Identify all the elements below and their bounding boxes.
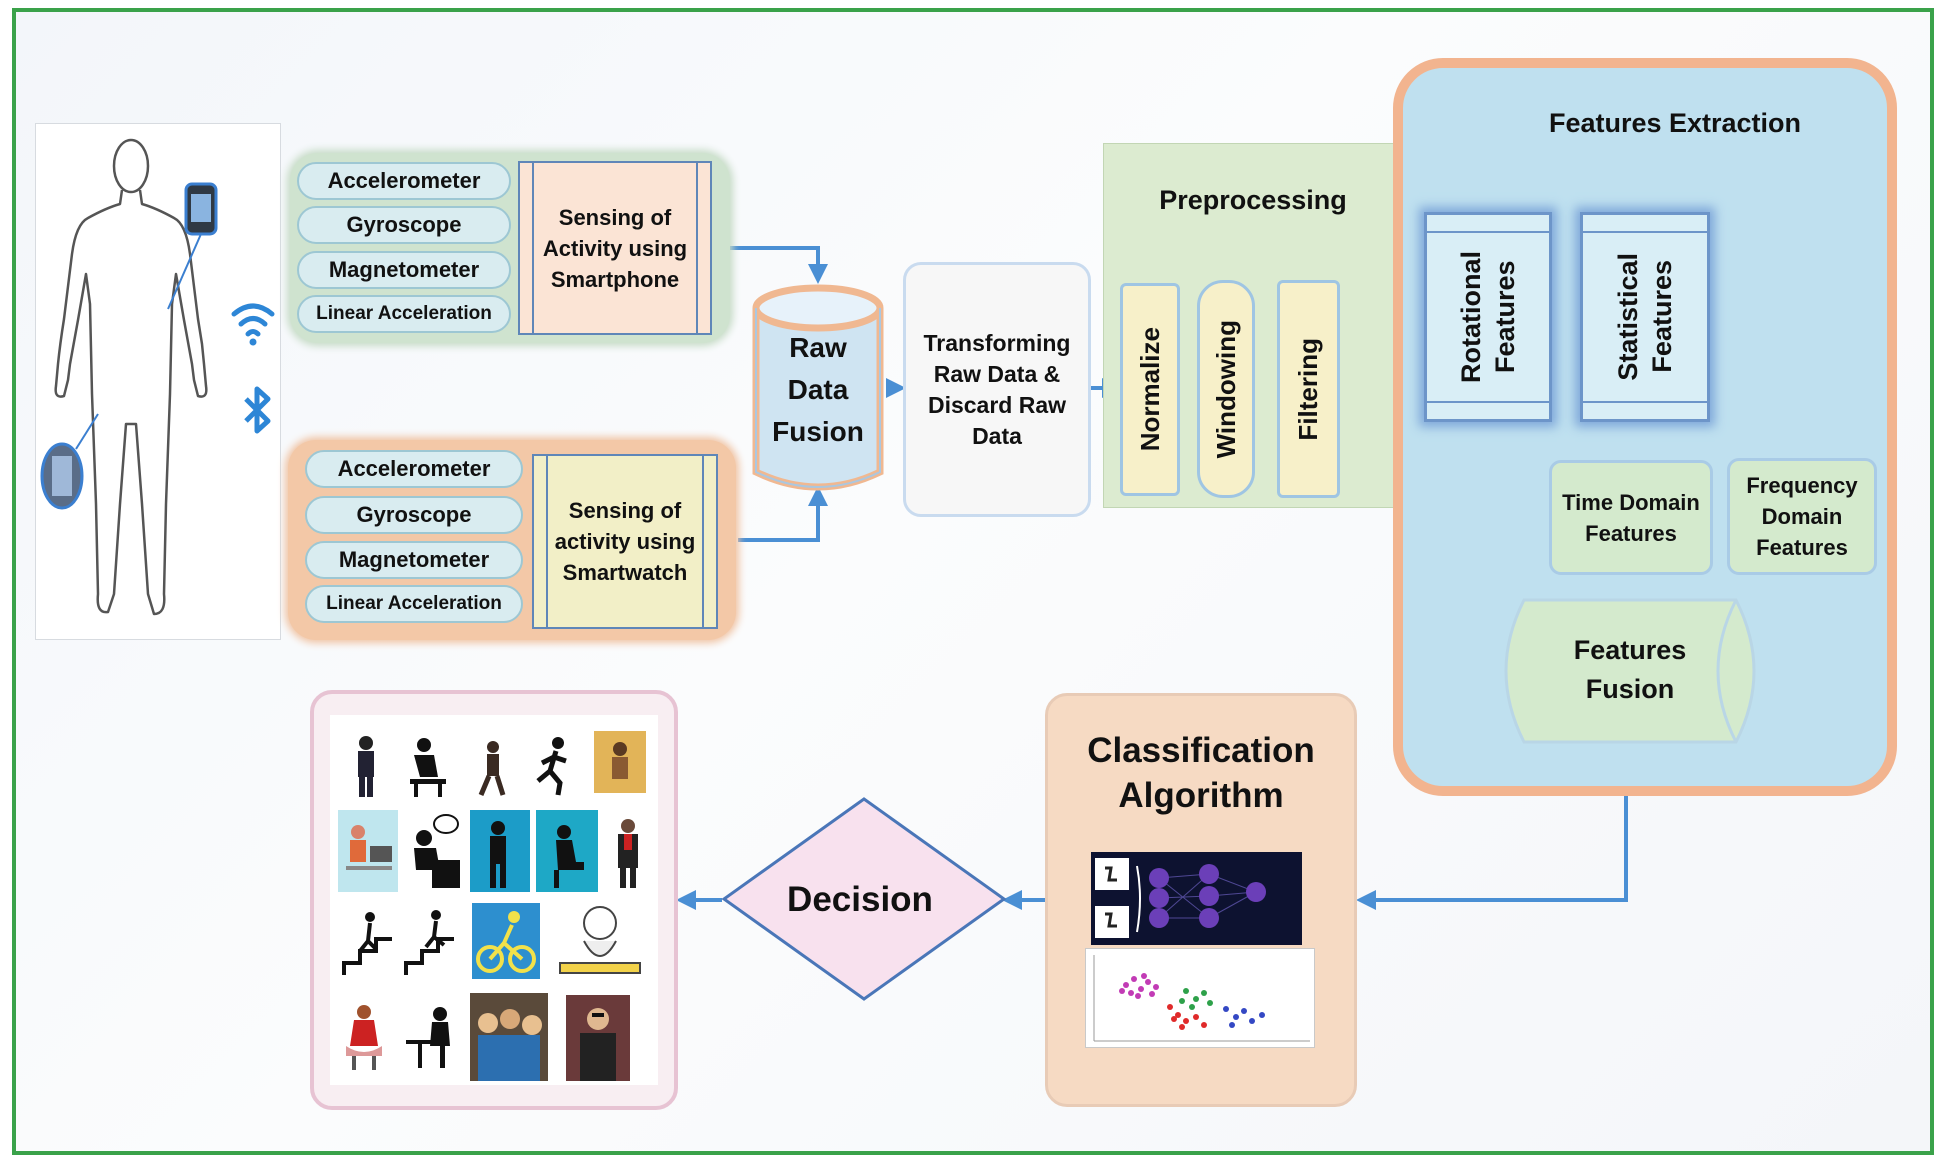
raw-label-line-1: Raw bbox=[789, 332, 847, 363]
transform-line-4: Data bbox=[972, 422, 1022, 449]
sensor-linear-acceleration: Linear Acceleration bbox=[305, 585, 523, 623]
human-body-panel bbox=[35, 123, 281, 640]
raw-label-line-3: Fusion bbox=[772, 416, 864, 447]
smartwatch-sensor-group: Accelerometer Gyroscope Magnetometer Lin… bbox=[288, 440, 736, 640]
activity-pictogram-icon bbox=[559, 906, 641, 974]
frequency-line-3: Features bbox=[1756, 535, 1848, 560]
smartwatch-sensing-line-1: Sensing of bbox=[568, 498, 682, 523]
sensor-gyroscope: Gyroscope bbox=[305, 496, 523, 534]
smartphone-sensor-group: Accelerometer Gyroscope Magnetometer Lin… bbox=[290, 153, 730, 343]
raw-data-fusion-label: Raw Data Fusion bbox=[748, 320, 888, 460]
activity-pictogram-icon bbox=[566, 995, 630, 1081]
scatter-plot-icon bbox=[1085, 948, 1315, 1048]
human-body-outline-icon bbox=[40, 138, 218, 616]
filtering-label: Filtering bbox=[1293, 337, 1323, 441]
activity-pictogram-icon bbox=[358, 736, 374, 797]
transform-line-2: Raw Data & bbox=[933, 360, 1061, 387]
activity-pictogram-icon bbox=[536, 737, 567, 796]
activity-pictogram-icon bbox=[414, 814, 460, 888]
activity-pictogram-icon bbox=[618, 819, 638, 888]
arrow-watch-to-fusion bbox=[738, 486, 828, 542]
classification-line-1: Classification bbox=[1087, 730, 1315, 770]
rotational-line-1: Rotational bbox=[1456, 251, 1486, 383]
classification-line-2: Algorithm bbox=[1118, 775, 1284, 815]
time-domain-line-2: Features bbox=[1585, 520, 1677, 546]
sensor-accelerometer: Accelerometer bbox=[305, 450, 523, 488]
smartwatch-icon bbox=[167, 182, 218, 310]
time-domain-features-box: Time Domain Features bbox=[1549, 460, 1713, 575]
preprocessing-title: Preprocessing bbox=[1159, 184, 1347, 215]
time-domain-line-1: Time Domain bbox=[1562, 489, 1700, 515]
smartphone-icon bbox=[40, 413, 99, 510]
smartphone-sensing-line-3: Smartphone bbox=[550, 266, 680, 292]
activity-pictogram-icon bbox=[536, 810, 598, 892]
activity-pictogram-icon bbox=[410, 738, 446, 797]
normalize-box: Normalize bbox=[1120, 283, 1180, 496]
activity-pictogram-icon bbox=[338, 810, 398, 892]
raw-label-line-2: Data bbox=[787, 374, 849, 405]
smartwatch-sensing-box: Sensing of activity using Smartwatch bbox=[532, 454, 718, 629]
activity-pictogram-icon bbox=[594, 731, 646, 793]
rotational-features-box: Rotational Features bbox=[1424, 212, 1552, 422]
activity-pictogram-icon bbox=[346, 1005, 382, 1070]
classification-title: Classification Algorithm bbox=[1045, 725, 1357, 820]
frequency-line-1: Frequency bbox=[1746, 473, 1858, 498]
features-fusion-cylinder bbox=[1504, 598, 1756, 744]
normalize-label: Normalize bbox=[1134, 327, 1165, 452]
activity-pictogram-icon bbox=[406, 1007, 450, 1068]
sensor-magnetometer: Magnetometer bbox=[305, 541, 523, 579]
activity-pictogram-icon bbox=[470, 810, 530, 892]
frequency-domain-features-box: Frequency Domain Features bbox=[1727, 458, 1877, 575]
wifi-icon bbox=[231, 303, 275, 346]
rotational-line-2: Features bbox=[1490, 260, 1520, 374]
bluetooth-icon bbox=[244, 386, 271, 434]
fusion-line-2: Fusion bbox=[1585, 674, 1675, 704]
windowing-box: Windowing bbox=[1197, 280, 1255, 498]
features-extraction-title: Features Extraction bbox=[1548, 107, 1802, 138]
decision-label: Decision bbox=[787, 880, 933, 919]
statistical-features-box: Statistical Features bbox=[1580, 212, 1710, 422]
statistical-line-1: Statistical bbox=[1613, 253, 1643, 381]
smartphone-sensing-box: Sensing of Activity using Smartphone bbox=[518, 161, 712, 335]
statistical-line-2: Features bbox=[1647, 260, 1677, 374]
activities-grid bbox=[330, 715, 658, 1085]
filtering-box: Filtering bbox=[1277, 280, 1340, 498]
sensor-accelerometer: Accelerometer bbox=[297, 162, 511, 200]
decision-diamond bbox=[721, 797, 1007, 1001]
transform-line-1: Transforming bbox=[923, 329, 1071, 356]
windowing-label: Windowing bbox=[1210, 319, 1241, 459]
smartwatch-sensing-line-3: Smartwatch bbox=[562, 560, 688, 585]
smartphone-sensing-line-2: Activity using bbox=[542, 235, 688, 261]
activity-pictogram-icon bbox=[342, 910, 454, 975]
smartwatch-sensing-line-2: activity using bbox=[554, 529, 696, 554]
sensor-magnetometer: Magnetometer bbox=[297, 251, 511, 289]
features-fusion-label: Features Fusion bbox=[1510, 625, 1750, 715]
transform-box: Transforming Raw Data & Discard Raw Data bbox=[903, 262, 1091, 517]
raw-data-fusion-cylinder bbox=[752, 284, 884, 491]
activity-pictogram-icon bbox=[470, 993, 548, 1081]
activity-pictogram-icon bbox=[472, 903, 540, 979]
sensor-linear-acceleration: Linear Acceleration bbox=[297, 295, 511, 333]
activity-pictogram-icon bbox=[478, 741, 506, 796]
fusion-line-1: Features bbox=[1573, 635, 1687, 665]
neural-network-icon bbox=[1091, 852, 1302, 945]
frequency-line-2: Domain bbox=[1761, 504, 1843, 529]
sensor-gyroscope: Gyroscope bbox=[297, 206, 511, 244]
transform-line-3: Discard Raw bbox=[927, 391, 1067, 418]
smartphone-sensing-line-1: Sensing of bbox=[558, 204, 672, 230]
arrow-phone-to-fusion bbox=[730, 246, 828, 284]
